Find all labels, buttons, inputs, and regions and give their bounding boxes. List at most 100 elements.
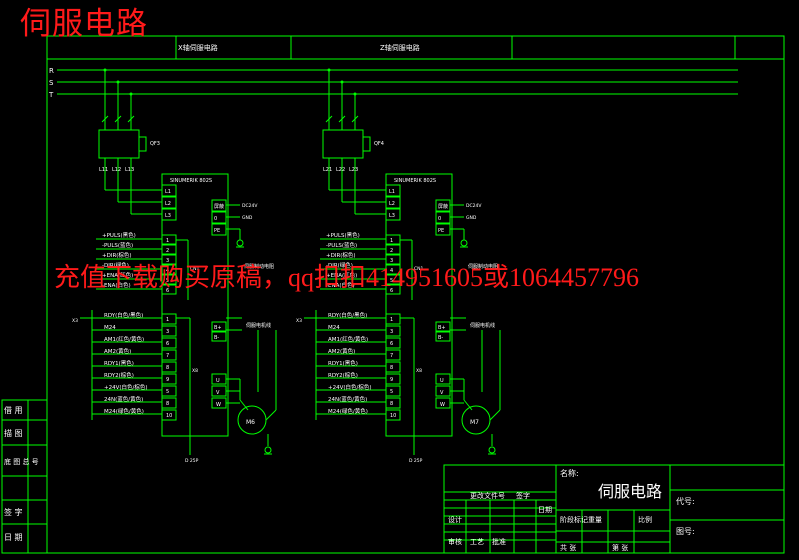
drawing-name: 伺服电路 — [598, 482, 662, 501]
title-block-grid-label: 审核 — [448, 537, 462, 546]
cmd-terminal — [161, 264, 177, 275]
feedback-pin-label: 5 — [166, 389, 169, 395]
feedback-pin-label: 7 — [166, 353, 169, 359]
page-title: 伺服电路 — [20, 6, 148, 42]
feedback-pin-label: 3 — [166, 329, 169, 335]
cmd-signal-label: -PULS(蓝色) — [326, 241, 357, 249]
junction-dot — [340, 80, 344, 84]
brake-terminal — [211, 331, 227, 342]
feedback-signal-label: RDY2(棕色) — [328, 371, 358, 379]
ground-symbol — [460, 239, 468, 247]
cmd-signal-label: +DIR(棕色) — [102, 251, 132, 259]
power-terminal-label: L3 — [389, 213, 395, 219]
breaker-terminal: L22 — [336, 167, 345, 173]
feedback-signal-label: +24V(白色/棕色) — [104, 383, 148, 391]
motor-terminal-label: V — [440, 390, 444, 396]
wire — [463, 399, 473, 411]
cmd-pin-label: 3 — [390, 258, 393, 264]
power-terminal-label: L1 — [389, 189, 395, 195]
cmd-signal-label: -PULS(蓝色) — [102, 241, 133, 249]
cmd-pin-label: 6 — [390, 288, 393, 294]
title-block-grid-label: 第 张 — [612, 543, 628, 552]
drive-title: SINUMERIK 802S — [170, 178, 212, 184]
feedback-terminal — [385, 397, 401, 409]
breaker-contact — [351, 115, 359, 123]
feedback-pin-label: 8 — [166, 365, 169, 371]
feedback-terminal — [385, 361, 401, 373]
junction-dot — [129, 92, 133, 96]
power-terminal — [161, 208, 177, 221]
cmd-pin-label: 1 — [390, 238, 393, 244]
breaker-handle — [138, 136, 147, 152]
header-x-axis: X轴伺服电路 — [178, 43, 218, 52]
connector-tag: X8 — [192, 368, 198, 374]
feedback-pin-label: 3 — [390, 329, 393, 335]
feedback-pin-label: 1 — [166, 317, 169, 323]
wire — [489, 409, 501, 421]
feedback-terminal — [161, 325, 177, 337]
feedback-terminal — [161, 385, 177, 397]
protect-tag: GND — [242, 215, 253, 221]
feedback-pin-label: 8 — [166, 401, 169, 407]
title-block-grid-label: 阶段标记 — [560, 515, 588, 524]
protect-tag: DC24V — [466, 203, 482, 209]
feedback-terminal — [161, 349, 177, 361]
cmd-signal-label: -DIR(绿色) — [102, 261, 129, 269]
wire — [265, 409, 277, 421]
servo-drive-body — [385, 173, 453, 437]
cmd-terminal — [385, 264, 401, 275]
feedback-signal-label: RDY1(黑色) — [328, 359, 358, 367]
feedback-pin-label: 8 — [390, 401, 393, 407]
breaker-label: QF3 — [150, 141, 160, 147]
feedback-pin-label: 6 — [166, 341, 169, 347]
motor-name: M6 — [246, 419, 255, 426]
feedback-terminal — [385, 373, 401, 385]
feedback-pin-label: 1 — [390, 317, 393, 323]
feedback-signal-label: +24V(白色/棕色) — [328, 383, 372, 391]
cmd-pin-label: 6 — [166, 288, 169, 294]
cmd-pin-label: 4 — [390, 268, 393, 274]
title-block-grid-label: 签字 — [516, 491, 530, 500]
power-terminal — [161, 184, 177, 197]
feedback-signal-label: 24N(蓝色/黄色) — [104, 395, 143, 403]
breaker-contact — [325, 115, 333, 123]
feedback-terminal — [161, 409, 177, 421]
feedback-terminal — [385, 313, 401, 325]
feedback-terminal — [161, 373, 177, 385]
cmd-terminal — [385, 254, 401, 265]
cmd-signal-label: +ENA(红色) — [326, 271, 357, 279]
junction-dot — [353, 92, 357, 96]
breaker-contact — [101, 115, 109, 123]
power-line-r: R — [49, 67, 54, 75]
feedback-signal-label: RDY1(黑色) — [104, 359, 134, 367]
title-block-grid-label: 重量 — [588, 516, 602, 524]
cmd-signal-label: +PULS(黑色) — [326, 231, 360, 239]
brake-terminal — [211, 321, 227, 332]
feedback-signal-label: RDY(白色/黑色) — [328, 311, 367, 319]
brake-resistor-label: 伺服制动电阻 — [468, 263, 498, 270]
feedback-terminal — [385, 349, 401, 361]
brake-terminal-label: B+ — [214, 325, 222, 331]
cmd-pin-label: 2 — [166, 248, 169, 254]
protect-terminal-label: 0 — [438, 216, 441, 222]
cmd-terminal — [161, 244, 177, 255]
servo-drive-body — [161, 173, 229, 437]
feedback-pin-label: 5 — [390, 389, 393, 395]
feedback-signal-label: AM2(黄色) — [328, 347, 355, 355]
motor-terminal-label: U — [440, 378, 444, 384]
motor-terminal-label: V — [216, 390, 220, 396]
motor-terminal-label: W — [440, 402, 445, 408]
brake-terminal — [435, 331, 451, 342]
feedback-terminal — [385, 325, 401, 337]
cmd-signal-label: +DIR(棕色) — [326, 251, 356, 259]
feedback-terminal — [385, 385, 401, 397]
title-block-grid-label: 批准 — [492, 537, 506, 546]
protect-terminal-label: 屏蔽 — [438, 203, 448, 210]
feedback-terminal — [385, 337, 401, 349]
connector-tag: CN1 — [414, 266, 424, 272]
feedback-signal-label: RDY2(棕色) — [104, 371, 134, 379]
feedback-terminal — [161, 397, 177, 409]
feedback-signal-label: M24(绿色/黄色) — [328, 407, 368, 415]
